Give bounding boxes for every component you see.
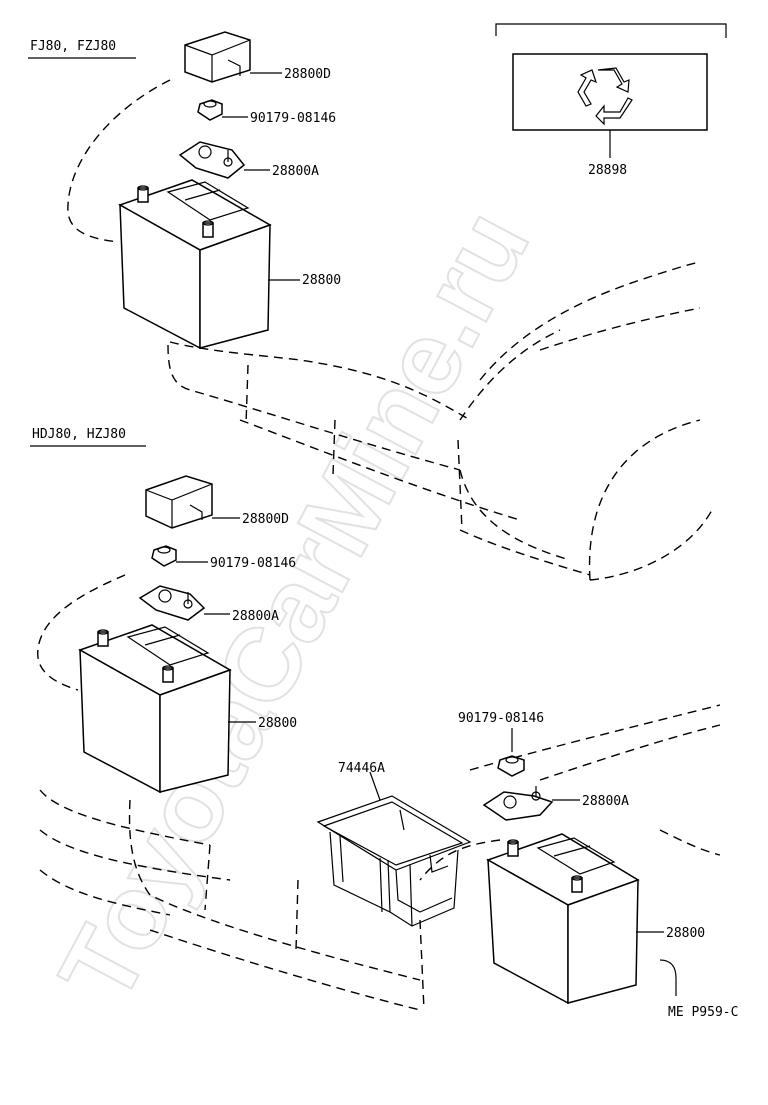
- part-label-28800: 28800: [666, 926, 705, 941]
- part-label-74446a: 74446A: [338, 761, 385, 776]
- battery-icon: [78, 624, 232, 794]
- part-label-28800d: 28800D: [284, 67, 331, 82]
- part-label-28800a: 28800A: [582, 794, 629, 809]
- battery-icon: [118, 179, 272, 350]
- nut-icon: [197, 99, 223, 121]
- part-label-28800a: 28800A: [232, 609, 279, 624]
- section-header-hdj80: HDJ80, HZJ80: [32, 427, 126, 442]
- section-header-fj80: FJ80, FZJ80: [30, 39, 116, 54]
- watermark-text: ToyotaCarMine.ru: [38, 193, 552, 1021]
- bottom-body-outline: [37, 574, 721, 1011]
- nut-icon: [151, 545, 177, 567]
- recycle-label-callout: [495, 23, 727, 131]
- terminal-cover-icon: [184, 31, 251, 83]
- terminal-cover-icon: [145, 475, 213, 529]
- nut-icon: [497, 755, 525, 777]
- part-label-28800a: 28800A: [272, 164, 319, 179]
- figure-code: ME P959-C: [668, 1005, 738, 1020]
- part-label-90179-08146: 90179-08146: [458, 711, 544, 726]
- battery-icon: [486, 833, 640, 1005]
- part-label-90179-08146: 90179-08146: [210, 556, 296, 571]
- battery-clamp-icon: [178, 141, 246, 179]
- part-label-28898: 28898: [588, 163, 627, 178]
- part-label-28800d: 28800D: [242, 512, 289, 527]
- part-label-28800: 28800: [302, 273, 341, 288]
- top-body-outline: [67, 79, 713, 581]
- part-label-28800: 28800: [258, 716, 297, 731]
- recycle-icon: [577, 67, 633, 126]
- battery-clamp-icon: [138, 585, 206, 621]
- battery-clamp-icon: [482, 786, 554, 821]
- battery-carrier-icon: [316, 795, 472, 927]
- part-label-90179-08146: 90179-08146: [250, 111, 336, 126]
